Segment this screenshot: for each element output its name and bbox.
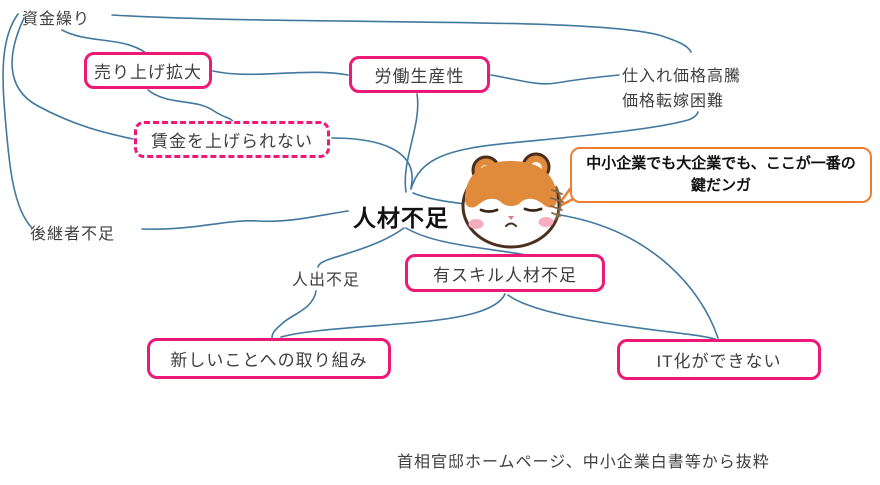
- connector-productivity-to-purchaseprice: [490, 74, 620, 85]
- connector-center-to-manpower: [317, 227, 405, 268]
- speech-bubble: 中小企業でも大企業でも、ここが一番の鍵だンガ: [570, 147, 872, 203]
- node-sales-expansion: 売り上げ拡大: [84, 52, 212, 89]
- node-price-pass-through: 価格転嫁困難: [622, 93, 725, 110]
- node-new-initiatives: 新しいことへの取り組み: [147, 338, 391, 379]
- connector-skilled-to-it: [507, 294, 721, 342]
- connector-sales-to-productivity: [212, 70, 349, 76]
- connector-cashflow-to-wages: [11, 17, 134, 140]
- connector-manpower-to-newinitiatives: [271, 290, 317, 339]
- node-successor-shortage: 後継者不足: [30, 226, 116, 243]
- connector-successor-to-center: [141, 210, 349, 231]
- source-caption: 首相官邸ホームページ、中小企業白書等から抜粋: [397, 454, 770, 471]
- hamster-mascot-icon: [461, 152, 564, 249]
- node-cash-flow: 資金繰り: [22, 11, 91, 28]
- connector-center-to-pricepass: [410, 111, 699, 190]
- connector-wages-to-center: [331, 137, 413, 189]
- node-cannot-raise-wages: 賃金を上げられない: [134, 121, 330, 158]
- connector-cashflow-to-successor: [2, 13, 33, 229]
- connector-productivity-to-center: [404, 93, 419, 193]
- node-skilled-talent-shortage: 有スキル人材不足: [405, 254, 605, 292]
- node-manpower-shortage: 人出不足: [292, 272, 361, 289]
- node-labor-productivity: 労働生産性: [349, 56, 490, 93]
- connector-center-to-it: [412, 192, 719, 339]
- node-cannot-adopt-it: IT化ができない: [617, 339, 821, 380]
- node-purchase-price-surge: 仕入れ価格高騰: [622, 68, 742, 85]
- center-topic: 人材不足: [353, 205, 449, 231]
- connector-sales-to-wages: [147, 89, 235, 124]
- connector-cashflow-to-sales: [61, 29, 147, 54]
- connector-cashflow-to-purchaseprice: [111, 14, 692, 53]
- connector-skilled-to-newinitiatives: [280, 293, 506, 338]
